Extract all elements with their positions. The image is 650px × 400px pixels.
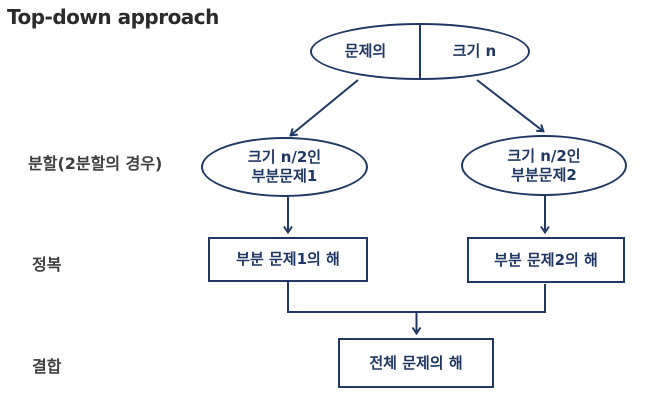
subproblem-1-line1: 크기 n/2인	[247, 148, 322, 167]
node-problem-root: 문제의 크기 n	[310, 23, 530, 80]
root-right-text: 크기 n	[452, 42, 497, 61]
page-title: Top-down approach	[7, 5, 219, 29]
root-divider-line	[419, 25, 421, 78]
node-final-solution: 전체 문제의 해	[338, 338, 494, 388]
node-solution-2: 부분 문제2의 해	[467, 237, 625, 283]
subproblem-1-line2: 부분문제1	[251, 167, 318, 185]
combine-connector	[287, 282, 546, 313]
stage-label-combine: 결합	[32, 357, 62, 376]
subproblem-2-line1: 크기 n/2인	[507, 146, 581, 165]
arrow-root-to-sub2	[476, 79, 545, 133]
root-left-text: 문제의	[344, 42, 387, 61]
stage-label-split: 분할(2분할의 경우)	[28, 154, 163, 173]
node-subproblem-1: 크기 n/2인 부분문제1	[201, 137, 368, 197]
arrow-root-to-sub1	[289, 79, 359, 137]
subproblem-2-line2: 부분문제2	[511, 165, 577, 184]
stage-label-conquer: 정복	[32, 255, 62, 274]
node-solution-1: 부분 문제1의 해	[208, 237, 368, 282]
node-subproblem-2: 크기 n/2인 부분문제2	[461, 135, 627, 196]
